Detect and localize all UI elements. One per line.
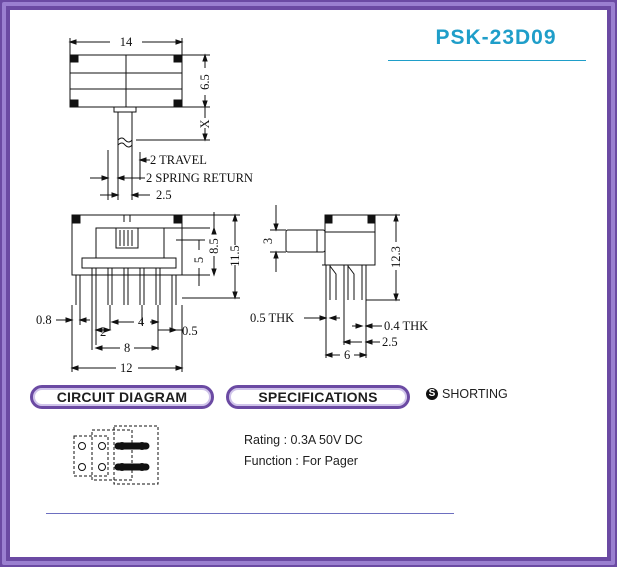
diagram-canvas: [10, 10, 607, 557]
dim-0-5: 0.5: [182, 324, 198, 338]
dim-side-6: 6: [344, 348, 350, 362]
dim-h-11-5: 11.5: [228, 245, 242, 266]
shorting-indicator: S SHORTING: [426, 387, 508, 401]
title-underline: [388, 60, 586, 61]
spec-rating: Rating : 0.3A 50V DC: [244, 433, 363, 447]
switch-body-front: [71, 214, 183, 276]
actuator-base: [113, 106, 137, 113]
bottom-divider: [46, 513, 454, 514]
dim-side-12-3: 12.3: [389, 246, 403, 268]
dim-0-8: 0.8: [36, 313, 52, 327]
dim-2: 2: [100, 325, 106, 339]
actuator-side: [285, 229, 326, 253]
dim-travel: 2 TRAVEL: [150, 153, 207, 167]
part-number-title: PSK-23D09: [435, 26, 557, 49]
dim-thk-0-5: 0.5 THK: [250, 311, 294, 325]
circuit-schematic: [73, 425, 159, 485]
dim-4: 4: [138, 315, 145, 329]
dim-12: 12: [120, 361, 133, 375]
dim-width-top: 14: [120, 35, 133, 49]
dim-h-8-5: 8.5: [207, 238, 221, 254]
dim-8: 8: [124, 341, 130, 355]
actuator-knob: [115, 227, 139, 249]
dim-thk-0-4: 0.4 THK: [384, 319, 428, 333]
dim-h-5: 5: [192, 257, 206, 263]
dim-side-2-5: 2.5: [382, 335, 398, 349]
dim-pitch-top: 2.5: [156, 188, 172, 202]
spec-function: Function : For Pager: [244, 454, 358, 468]
shorting-icon: S: [426, 388, 438, 400]
shorting-label: SHORTING: [442, 387, 508, 401]
dim-spring-return: 2 SPRING RETURN: [146, 171, 253, 185]
dim-x: X: [198, 119, 212, 128]
dim-height-top: 6.5: [198, 74, 212, 90]
specifications-badge: SPECIFICATIONS: [226, 385, 410, 409]
circuit-diagram-badge: CIRCUIT DIAGRAM: [30, 385, 214, 409]
dim-side-3: 3: [261, 238, 275, 244]
